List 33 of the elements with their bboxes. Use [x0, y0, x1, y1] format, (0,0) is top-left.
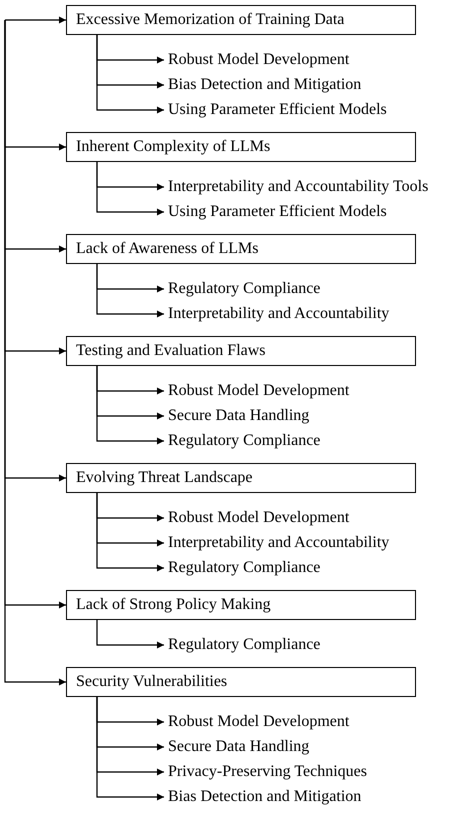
category-box: Excessive Memorization of Training Data [66, 5, 416, 35]
item-label: Robust Model Development [168, 50, 350, 70]
arrow [96, 620, 164, 648]
arrow [96, 162, 164, 216]
item-label: Interpretability and Accountability Tools [168, 177, 428, 197]
category-box: Security Vulnerabilities [66, 667, 416, 697]
item-label: Robust Model Development [168, 712, 350, 732]
item-label: Using Parameter Efficient Models [168, 202, 387, 222]
arrow [96, 35, 164, 114]
item-label: Bias Detection and Mitigation [168, 787, 362, 807]
item-label: Using Parameter Efficient Models [168, 100, 387, 120]
item-label: Regulatory Compliance [168, 558, 320, 578]
category-box: Testing and Evaluation Flaws [66, 336, 416, 366]
arrow [96, 697, 164, 800]
item-label: Bias Detection and Mitigation [168, 75, 362, 95]
item-label: Secure Data Handling [168, 406, 310, 426]
category-box: Evolving Threat Landscape [66, 463, 416, 493]
category-box: Inherent Complexity of LLMs [66, 132, 416, 162]
item-label: Robust Model Development [168, 381, 350, 401]
arrow [96, 264, 164, 318]
item-label: Regulatory Compliance [168, 635, 320, 655]
item-label: Robust Model Development [168, 508, 350, 528]
item-label: Interpretability and Accountability [168, 533, 390, 553]
arrow [96, 493, 164, 572]
item-label: Regulatory Compliance [168, 431, 320, 451]
item-label: Interpretability and Accountability [168, 304, 390, 324]
category-box: Lack of Strong Policy Making [66, 590, 416, 620]
category-box: Lack of Awareness of LLMs [66, 234, 416, 264]
item-label: Privacy-Preserving Techniques [168, 762, 367, 782]
item-label: Regulatory Compliance [168, 279, 320, 299]
arrow [96, 366, 164, 444]
arrow [4, 16, 66, 24]
item-label: Secure Data Handling [168, 737, 310, 757]
